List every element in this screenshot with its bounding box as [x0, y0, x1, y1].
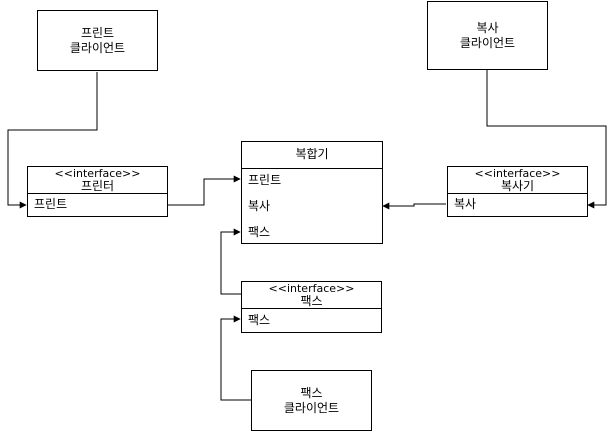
print-client-line1: 프린트 [80, 25, 115, 40]
printer-interface: <<interface>> 프린터 프린트 [27, 166, 168, 217]
copier-interface-stereotype: <<interface>> [474, 167, 561, 180]
copier-interface-header: <<interface>> 복사기 [448, 167, 587, 194]
fax-interface-method: 팩스 [248, 313, 271, 327]
print-client-box: 프린트 클라이언트 [37, 10, 158, 71]
printer-interface-stereotype: <<interface>> [54, 167, 141, 180]
fax-client-line1: 팩스 [300, 385, 323, 400]
multifunction-title: 복합기 [242, 142, 382, 169]
fax-client-line2: 클라이언트 [283, 400, 340, 415]
edge-copier-to-multifunction [382, 202, 446, 210]
multifunction-item-fax: 팩스 [248, 225, 271, 239]
fax-interface-stereotype: <<interface>> [268, 282, 355, 295]
printer-interface-name: 프린터 [80, 179, 115, 193]
multifunction-class: 복합기 프린트 복사 팩스 [241, 141, 383, 244]
print-client-line2: 클라이언트 [69, 40, 126, 55]
copier-interface-name: 복사기 [500, 179, 535, 193]
fax-interface: <<interface>> 팩스 팩스 [241, 281, 382, 333]
fax-client-box: 팩스 클라이언트 [251, 370, 372, 431]
printer-interface-header: <<interface>> 프린터 [28, 167, 167, 194]
copy-client-line2: 클라이언트 [459, 35, 516, 50]
edge-fax-client-to-fax-interface [220, 315, 251, 401]
edge-print-client-to-printer [7, 72, 98, 209]
multifunction-item-print: 프린트 [248, 173, 282, 187]
edge-copy-client-to-copier [486, 70, 607, 209]
printer-interface-method: 프린트 [34, 197, 68, 211]
fax-interface-name: 팩스 [300, 294, 323, 308]
edge-fax-interface-to-multifunction [220, 228, 241, 295]
copier-interface: <<interface>> 복사기 복사 [447, 166, 588, 217]
copy-client-box: 복사 클라이언트 [427, 1, 548, 70]
copy-client-line1: 복사 [476, 20, 499, 35]
multifunction-item-copy: 복사 [248, 199, 271, 213]
fax-interface-header: <<interface>> 팩스 [242, 282, 381, 309]
edge-printer-to-multifunction [168, 175, 241, 206]
copier-interface-method: 복사 [454, 197, 477, 211]
